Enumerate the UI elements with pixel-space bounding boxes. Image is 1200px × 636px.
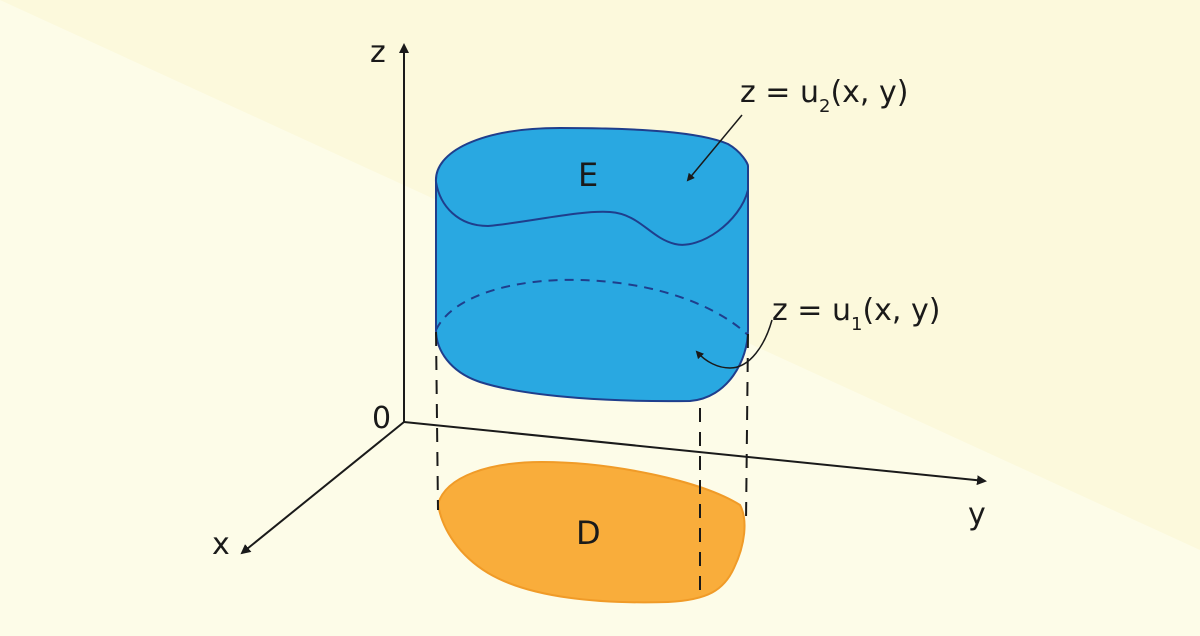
upper-surface-prefix: z = u xyxy=(740,75,819,110)
solid-e xyxy=(434,126,749,403)
region-e-label: E xyxy=(578,156,598,194)
x-axis xyxy=(240,421,405,555)
axis-x-label: x xyxy=(212,527,230,562)
projection-line-right xyxy=(745,333,749,523)
origin-label: 0 xyxy=(372,401,391,436)
region-d-label: D xyxy=(576,514,601,552)
upper-surface-edge xyxy=(435,181,749,246)
lower-surface-equation: z = u1(x, y) xyxy=(772,293,940,335)
region-d xyxy=(436,460,746,604)
lower-surface-hidden-edge xyxy=(435,278,749,336)
upper-surface-subscript: 2 xyxy=(819,96,830,117)
lower-surface-subscript: 1 xyxy=(851,314,862,335)
upper-surface-equation: z = u2(x, y) xyxy=(740,75,908,117)
y-axis xyxy=(403,421,987,486)
upper-surface-suffix: (x, y) xyxy=(830,75,908,110)
projection-line-left xyxy=(435,331,439,511)
upper-surface-pointer xyxy=(686,114,743,182)
lower-surface-suffix: (x, y) xyxy=(862,293,940,328)
axis-y-label: y xyxy=(968,497,986,532)
lower-surface-prefix: z = u xyxy=(772,293,851,328)
axis-z-label: z xyxy=(370,35,386,70)
lower-surface-pointer xyxy=(695,319,773,369)
